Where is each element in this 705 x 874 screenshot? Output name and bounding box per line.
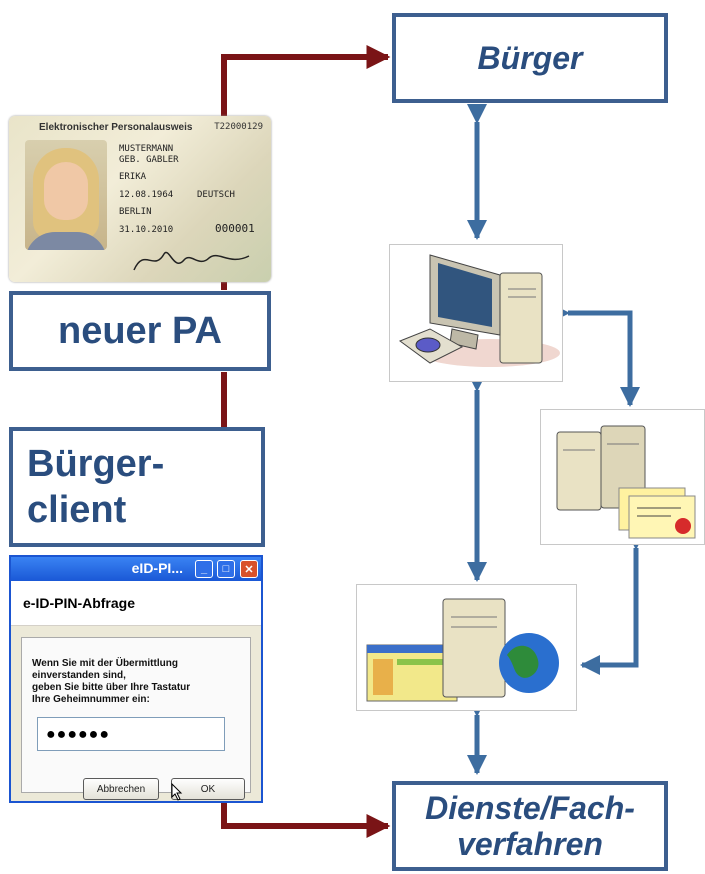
dienste-box: Dienste/Fach- verfahren bbox=[392, 781, 668, 871]
minimize-icon[interactable]: _ bbox=[195, 560, 213, 578]
message-line: Ihre Geheimnummer ein: bbox=[32, 694, 150, 705]
buerger-box: Bürger bbox=[392, 13, 668, 103]
maximize-icon[interactable]: □ bbox=[217, 560, 235, 578]
dialog-title: eID-PI... bbox=[131, 560, 183, 576]
close-icon[interactable]: ✕ bbox=[240, 560, 258, 578]
blue-arrow-cert-server bbox=[580, 530, 646, 675]
portrait-photo bbox=[25, 140, 107, 250]
computer-icon bbox=[398, 254, 560, 367]
message-line: geben Sie bitte über Ihre Tastatur bbox=[32, 682, 191, 693]
id-nationality: DEUTSCH bbox=[197, 190, 235, 200]
id-card-number: T22000129 bbox=[214, 122, 263, 132]
buergerclient-label-line1: Bürger- bbox=[27, 443, 165, 485]
mouse-cursor-icon bbox=[171, 783, 183, 801]
buerger-label: Bürger bbox=[477, 40, 583, 76]
id-given-name: ERIKA bbox=[119, 172, 147, 182]
id-card-title: Elektronischer Personalausweis bbox=[39, 122, 193, 133]
id-birth-date: 12.08.1964 bbox=[119, 190, 174, 200]
pin-input[interactable]: ●●●●●● bbox=[37, 717, 225, 751]
id-can: 000001 bbox=[215, 222, 255, 235]
red-connector-bottom bbox=[221, 800, 391, 838]
id-expiry: 31.10.2010 bbox=[119, 225, 174, 235]
message-line: einverstanden sind, bbox=[32, 670, 126, 681]
dialog-titlebar[interactable]: eID-PI... _ □ ✕ bbox=[11, 557, 261, 581]
id-card-image: Elektronischer Personalausweis T22000129… bbox=[9, 116, 271, 282]
neuer-pa-box: neuer PA bbox=[9, 291, 271, 371]
neuer-pa-label: neuer PA bbox=[57, 310, 222, 352]
signature-icon bbox=[133, 251, 250, 271]
id-birth-place: BERLIN bbox=[119, 207, 152, 217]
dialog-body: Wenn Sie mit der Übermittlung einverstan… bbox=[21, 637, 251, 793]
pin-dialog-window: eID-PI... _ □ ✕ e-ID-PIN-Abfrage Wenn Si… bbox=[9, 555, 263, 803]
blue-arrow-pc-cert bbox=[550, 303, 640, 407]
buergerclient-label-line2: client bbox=[27, 489, 127, 531]
web-server-icon bbox=[366, 598, 559, 702]
id-surname: MUSTERMANN bbox=[119, 144, 174, 154]
dienste-label-line1: Dienste/Fach- bbox=[425, 790, 635, 826]
buergerclient-box: Bürger- client bbox=[9, 427, 265, 547]
cancel-button[interactable]: Abbrechen bbox=[83, 778, 159, 800]
client-computer-panel bbox=[389, 244, 563, 382]
dialog-heading: e-ID-PIN-Abfrage bbox=[23, 595, 136, 611]
service-server-panel bbox=[356, 584, 577, 711]
ok-button[interactable]: OK bbox=[171, 778, 245, 800]
dialog-message: Wenn Sie mit der Übermittlung einverstan… bbox=[32, 658, 252, 706]
certificate-server-icon bbox=[556, 425, 696, 539]
certificate-server-panel bbox=[540, 409, 705, 545]
dialog-header: e-ID-PIN-Abfrage bbox=[11, 581, 261, 626]
id-birth-name: GEB. GABLER bbox=[119, 155, 179, 165]
message-line: Wenn Sie mit der Übermittlung bbox=[32, 658, 178, 669]
dienste-label-line2: verfahren bbox=[457, 826, 603, 862]
